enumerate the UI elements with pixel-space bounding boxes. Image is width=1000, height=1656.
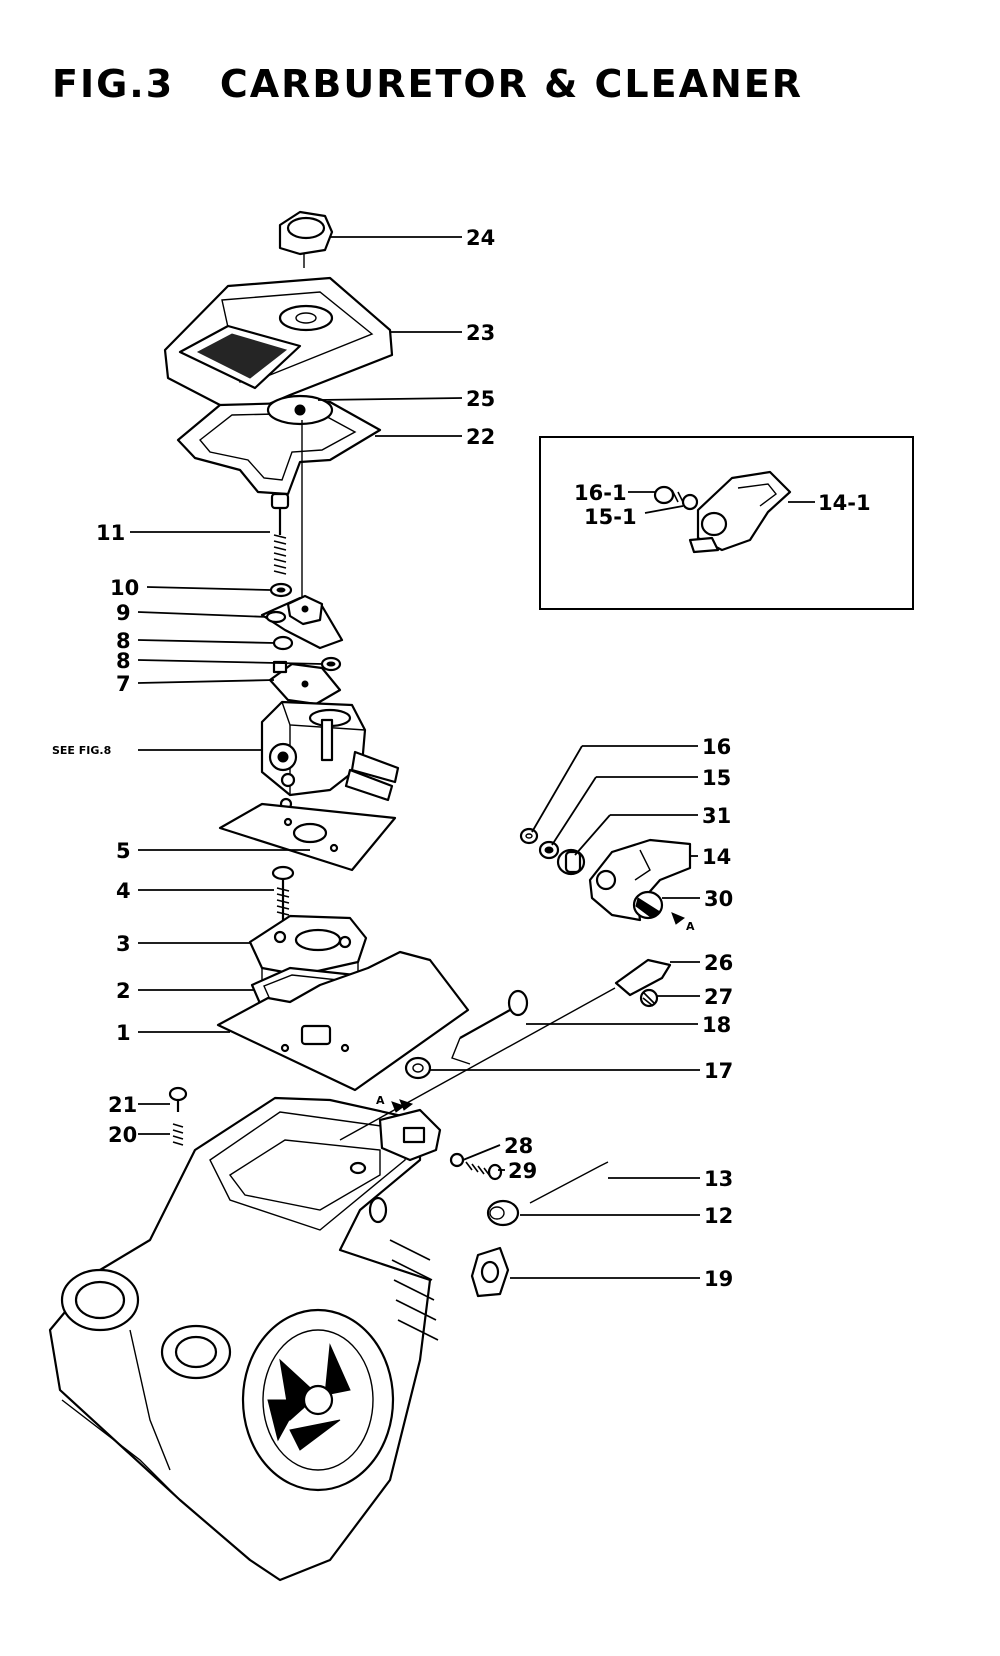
long-bolt-part	[270, 492, 290, 575]
callout-25: 25	[466, 387, 495, 411]
cleaner-gasket-part	[176, 394, 382, 496]
callout-31: 31	[702, 804, 731, 828]
arrow-a-marker	[671, 912, 685, 925]
washer-15-part	[538, 840, 560, 860]
callout-5: 5	[116, 839, 131, 863]
carburetor-part	[260, 700, 400, 811]
callout-19: 19	[704, 1267, 733, 1291]
callout-13: 13	[704, 1167, 733, 1191]
callout-12: 12	[704, 1204, 733, 1228]
callout-16-1: 16-1	[574, 481, 627, 505]
washer-8a-part	[272, 635, 294, 651]
grommet-17-part	[404, 1056, 432, 1080]
insulator-part	[248, 914, 368, 991]
trigger-bracket-part	[378, 1099, 442, 1162]
callout-26: 26	[704, 951, 733, 975]
callout-18: 18	[702, 1013, 731, 1037]
callout-9: 9	[116, 601, 131, 625]
callout-14-1: 14-1	[818, 491, 871, 515]
callout-14: 14	[702, 845, 731, 869]
lever-26-part	[614, 958, 672, 997]
callout-28: 28	[504, 1134, 533, 1158]
callout-27: 27	[704, 985, 733, 1009]
inset-washer-15-1-part	[681, 493, 699, 511]
short-bolt-part	[271, 865, 295, 920]
callout-see-fig8: SEE FIG.8	[52, 744, 111, 757]
callout-10: 10	[110, 576, 139, 600]
washer-16-part	[519, 827, 539, 845]
callout-20: 20	[108, 1123, 137, 1147]
inset-box	[539, 436, 914, 610]
carb-gasket-part	[218, 802, 397, 872]
spring-20-part	[172, 1123, 184, 1146]
callout-23: 23	[466, 321, 495, 345]
callout-1: 1	[116, 1021, 131, 1045]
figure-title: FIG.3 CARBURETOR & CLEANER	[52, 62, 804, 106]
inset-lever-14-1-part	[688, 470, 792, 554]
callout-4: 4	[116, 879, 131, 903]
callout-17: 17	[704, 1059, 733, 1083]
washer-28-part	[449, 1152, 465, 1168]
callout-8b: 8	[116, 649, 131, 673]
callout-29: 29	[508, 1159, 537, 1183]
inset-screw-16-1-part	[653, 485, 685, 505]
cleaner-knob-part	[278, 210, 334, 268]
base-plate-part	[216, 950, 470, 1092]
spring-27-part	[639, 988, 659, 1008]
wire-13-part	[529, 1161, 609, 1204]
link-line	[339, 987, 616, 1141]
screw-21-part	[168, 1086, 188, 1112]
callout-8a: 8	[116, 629, 131, 653]
callout-15: 15	[702, 766, 731, 790]
callout-2: 2	[116, 979, 131, 1003]
callout-16: 16	[702, 735, 731, 759]
callout-21: 21	[108, 1093, 137, 1117]
screw-29-part	[465, 1161, 503, 1181]
leader-lines	[130, 236, 815, 1279]
spring-30-part	[632, 890, 664, 920]
callout-3: 3	[116, 932, 131, 956]
grommet-12-part	[486, 1199, 520, 1227]
throttle-lever-14-part	[588, 838, 692, 922]
engine-housing-part	[48, 1096, 439, 1582]
throttle-rod-part	[451, 989, 529, 1065]
cleaner-cover-part	[163, 276, 394, 414]
callout-24: 24	[466, 226, 495, 250]
cushion-19-part	[470, 1246, 510, 1298]
collar-31-part	[556, 848, 586, 876]
callout-7: 7	[116, 672, 131, 696]
callout-11: 11	[96, 521, 125, 545]
callout-15-1: 15-1	[584, 505, 637, 529]
callout-22: 22	[466, 425, 495, 449]
marker-a-right: A	[686, 920, 695, 933]
bracket-part	[260, 594, 344, 650]
marker-a-left: A	[376, 1094, 385, 1107]
callout-30: 30	[704, 887, 733, 911]
